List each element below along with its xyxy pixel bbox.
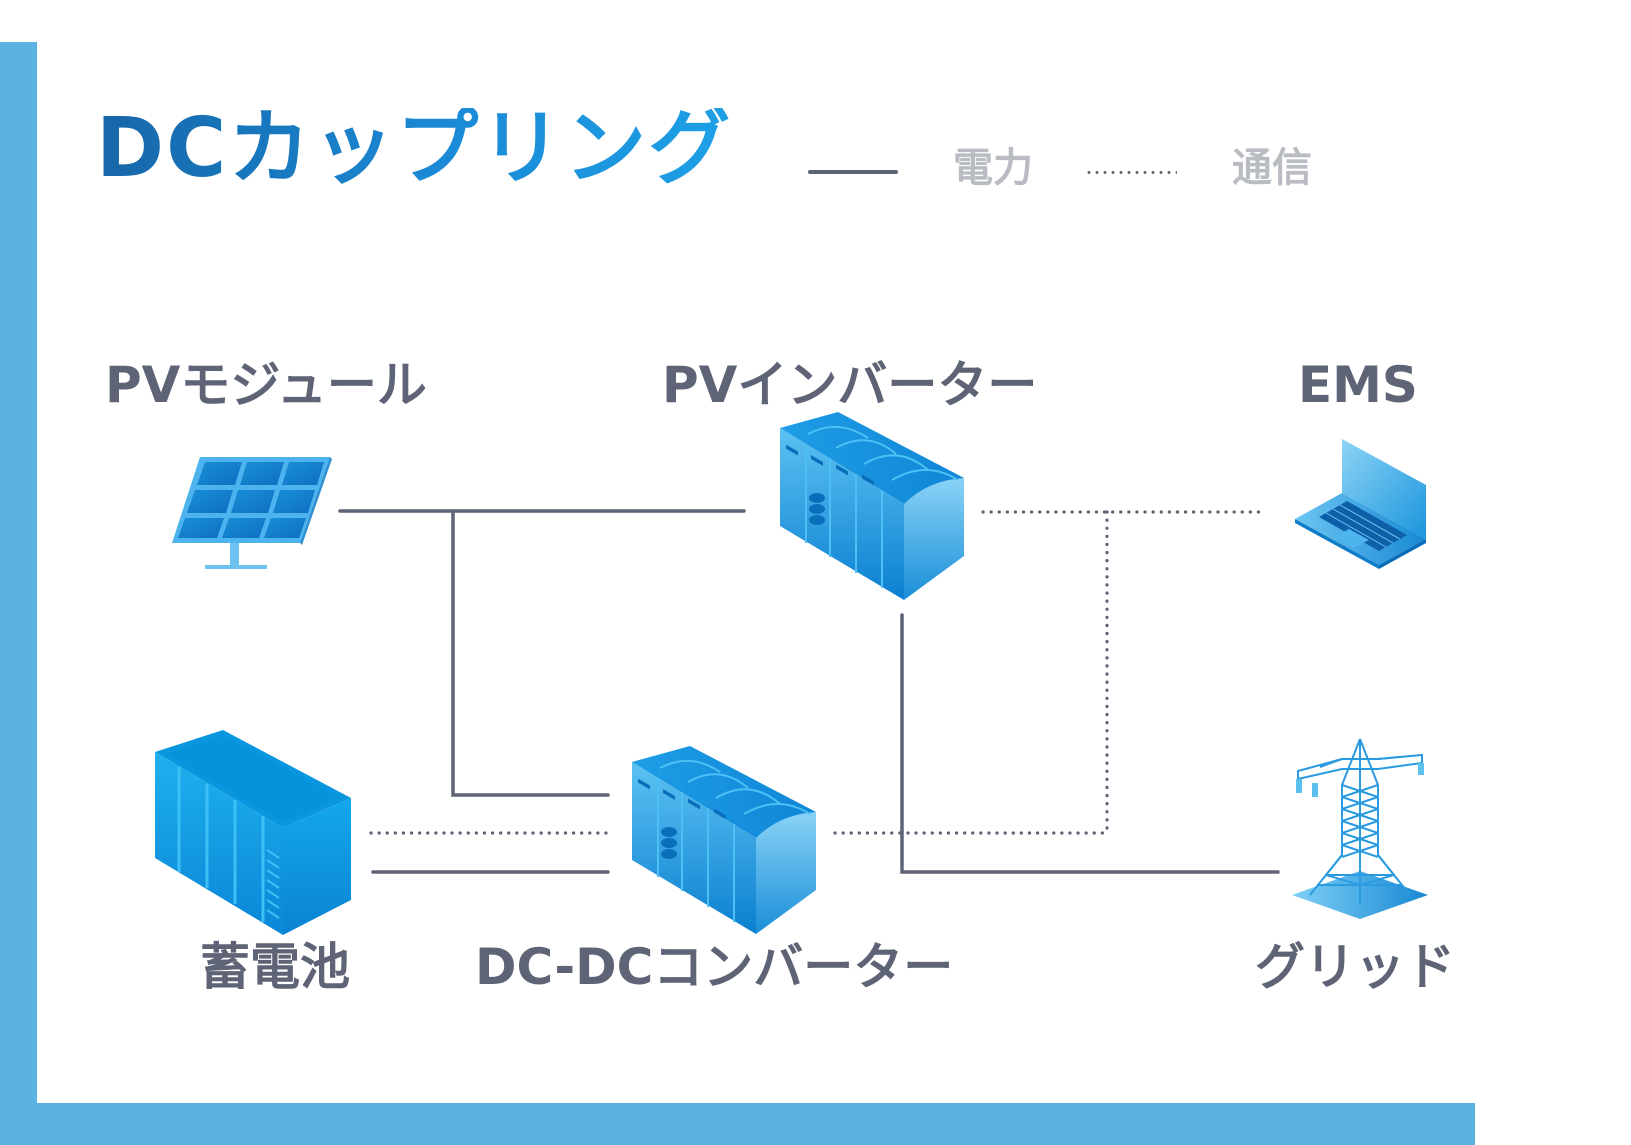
solar-panel-icon bbox=[172, 457, 332, 569]
label-battery: 蓄電池 bbox=[200, 938, 350, 996]
battery-container-icon bbox=[155, 730, 351, 935]
frame-bottom-bar bbox=[0, 1103, 1475, 1145]
legend-comm-dots bbox=[1085, 171, 1177, 174]
label-grid: グリッド bbox=[1255, 938, 1455, 996]
wire-inverter-to-grid bbox=[900, 613, 1280, 874]
legend-comm-label: 通信 bbox=[1232, 145, 1312, 191]
wire-pv-to-dcdc bbox=[451, 509, 610, 797]
label-pv-module: PVモジュール bbox=[105, 356, 427, 414]
converter-cabinet-icon bbox=[632, 746, 816, 934]
label-dcdc-converter: DC-DCコンバーター bbox=[475, 938, 954, 996]
legend-power-label: 電力 bbox=[953, 145, 1033, 191]
diagram-title: DCカップリング bbox=[96, 101, 733, 196]
transmission-tower-icon bbox=[1292, 738, 1428, 919]
legend-power-line bbox=[808, 170, 898, 174]
label-ems: EMS bbox=[1298, 356, 1418, 414]
label-pv-inverter: PVインバーター bbox=[662, 356, 1038, 414]
inverter-cabinet-icon bbox=[780, 412, 964, 600]
laptop-icon bbox=[1295, 439, 1426, 569]
frame-left-bar bbox=[0, 42, 37, 1145]
